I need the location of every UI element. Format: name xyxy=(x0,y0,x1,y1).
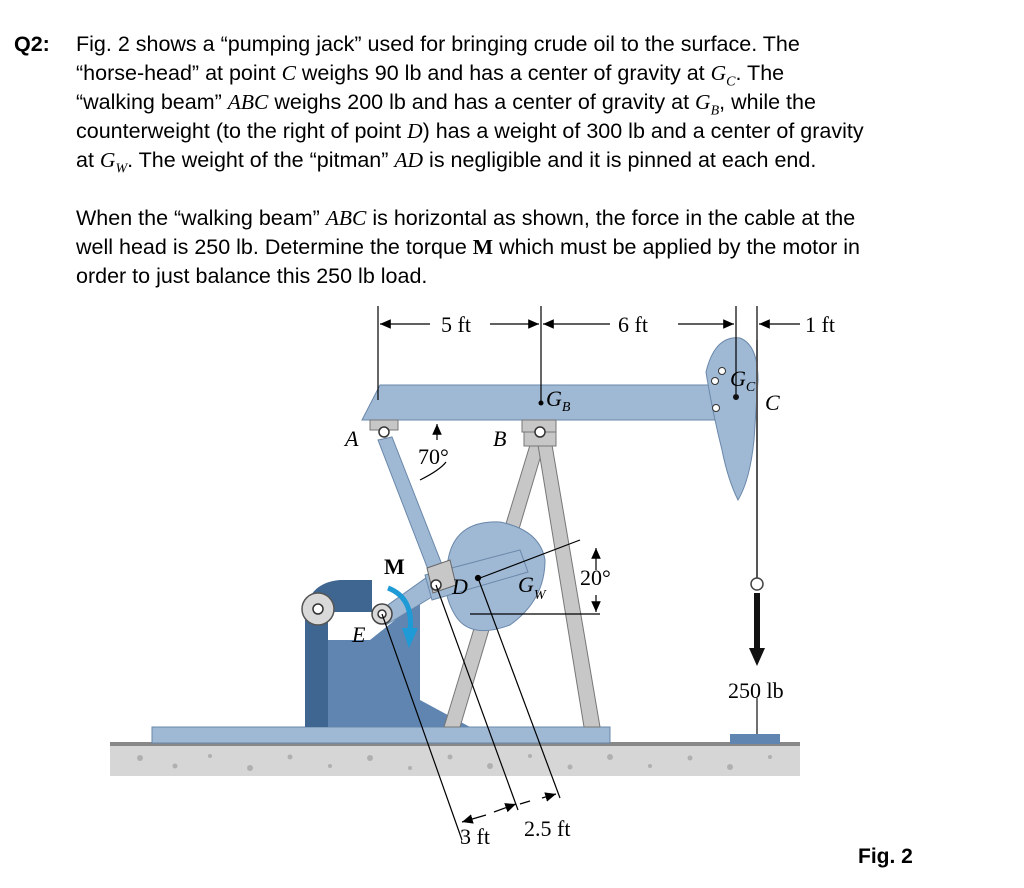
bottom-dimensions xyxy=(381,577,561,841)
cable-eye xyxy=(750,577,764,591)
dim-5ft-label: 5 ft xyxy=(441,312,471,337)
question-line: at GW. The weight of the “pitman” AD is … xyxy=(76,148,817,177)
gb-label: GB xyxy=(546,386,571,415)
question-line: order to just balance this 250 lb load. xyxy=(76,264,428,288)
point-D-label: D xyxy=(451,574,468,599)
question-line: When the “walking beam” ABC is horizonta… xyxy=(76,206,856,230)
walking-beam xyxy=(361,384,716,438)
wellhead-pad xyxy=(730,734,780,744)
question-line: “walking beam” ABC weighs 200 lb and has… xyxy=(76,90,816,119)
question-line: Fig. 2 shows a “pumping jack” used for b… xyxy=(76,32,800,56)
crank-counterweight-arm xyxy=(424,549,529,601)
dim-6ft-label: 6 ft xyxy=(618,312,648,337)
load-label: 250 lb xyxy=(728,678,784,703)
moment-arrow xyxy=(386,585,414,633)
question-line: well head is 250 lb. Determine the torqu… xyxy=(76,235,860,259)
gb-dot xyxy=(538,400,544,406)
angle-20-label: 20° xyxy=(580,565,611,590)
question-line: “horse-head” at point C weighs 90 lb and… xyxy=(76,61,785,90)
moment-M-label: M xyxy=(384,554,405,579)
gw-label: GW xyxy=(518,572,547,603)
question-label: Q2: xyxy=(14,32,50,56)
dim-3ft-label: 3 ft xyxy=(460,824,490,849)
top-dimensions xyxy=(377,306,800,405)
figure-caption: Fig. 2 xyxy=(858,845,913,868)
horse-head xyxy=(705,337,759,502)
gc-label: GC xyxy=(730,366,756,395)
point-B-label: B xyxy=(493,426,506,451)
question-line: counterweight (to the right of point D) … xyxy=(76,119,864,143)
angle-70-mark xyxy=(419,424,447,481)
point-E-label: E xyxy=(351,622,366,647)
point-C-label: C xyxy=(765,390,780,415)
point-A-label: A xyxy=(343,426,359,451)
angle-70-label: 70° xyxy=(418,444,449,469)
base-skid xyxy=(151,726,611,744)
motor-housing xyxy=(301,580,470,727)
dim-1ft-label: 1 ft xyxy=(805,312,835,337)
dim-2-5ft-label: 2.5 ft xyxy=(524,816,570,841)
ground xyxy=(110,742,800,776)
